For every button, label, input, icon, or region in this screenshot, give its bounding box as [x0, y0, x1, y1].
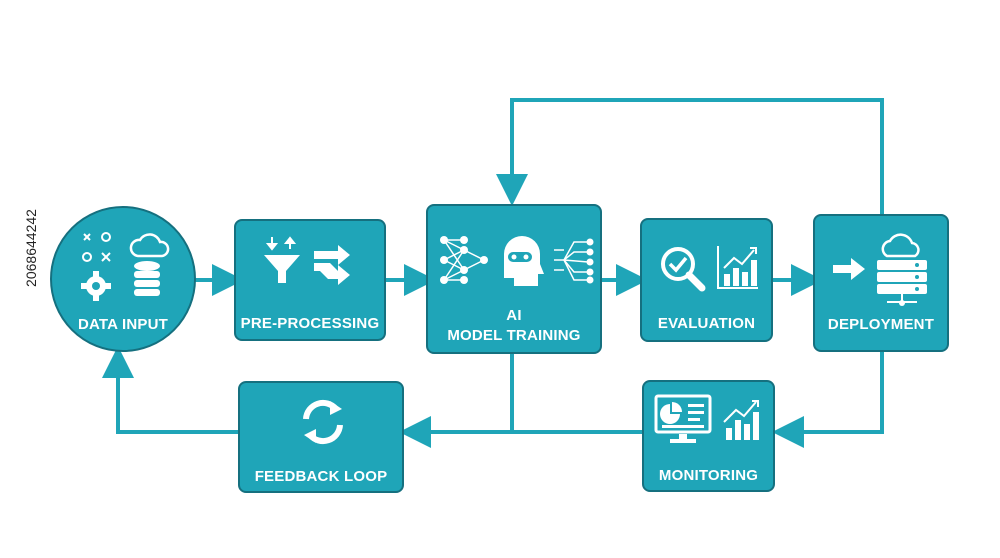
- shuffle-arrows-icon: [314, 245, 350, 285]
- cloud-icon: [129, 233, 170, 258]
- label-pre-processing: PRE-PROCESSING: [240, 315, 380, 332]
- arrow-feedback-to-input: [102, 346, 238, 434]
- bar-chart-growth-icon: [717, 246, 758, 289]
- label-ai: AI: [506, 307, 522, 324]
- refresh-cycle-icon: [303, 399, 343, 445]
- gear-icon: [81, 271, 111, 301]
- robot-head-icon: [504, 236, 544, 286]
- node-pre-processing: PRE-PROCESSING: [234, 219, 386, 341]
- network-output-icon: [554, 238, 594, 284]
- label-evaluation: EVALUATION: [657, 315, 756, 332]
- monitor-dashboard-icon: [654, 394, 712, 443]
- cloud-server-icon: [877, 233, 927, 306]
- label-deployment: DEPLOYMENT: [827, 316, 935, 333]
- node-evaluation: EVALUATION: [640, 218, 773, 342]
- neural-network-icon: [440, 236, 488, 284]
- tictactoe-icon: [82, 232, 111, 262]
- filter-funnel-icon: [264, 236, 300, 283]
- node-deployment: DEPLOYMENT: [813, 214, 949, 352]
- arrow-deployment-to-training-loop: [496, 98, 884, 214]
- growth-chart-icon: [723, 400, 759, 440]
- node-monitoring: MONITORING: [642, 380, 775, 492]
- node-feedback-loop: FEEDBACK LOOP: [238, 381, 404, 493]
- label-monitoring: MONITORING: [658, 467, 759, 484]
- label-data-input: DATA INPUT: [77, 316, 169, 333]
- label-model-training: MODEL TRAINING: [447, 327, 581, 344]
- label-feedback-loop: FEEDBACK LOOP: [254, 468, 388, 485]
- node-data-input: DATA INPUT: [50, 206, 196, 352]
- node-ai-model-training: AI MODEL TRAINING: [426, 204, 602, 354]
- database-icon: [134, 261, 160, 296]
- magnifier-check-icon: [661, 247, 706, 292]
- arrow-right-icon: [833, 258, 865, 280]
- arrow-deployment-to-monitoring: [772, 352, 884, 448]
- stock-id-text: 2068644242: [22, 209, 39, 287]
